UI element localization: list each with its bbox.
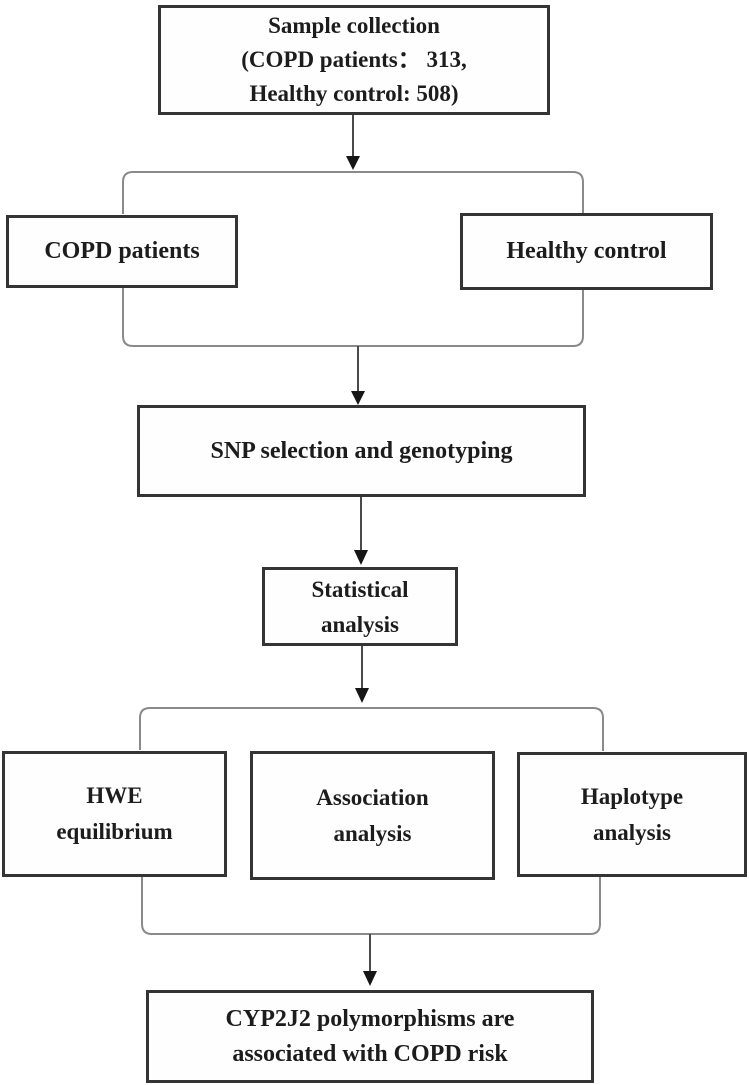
conclusion-line-1: CYP2J2 polymorphisms are [225, 1005, 515, 1032]
haplotype-line-2: analysis [593, 819, 671, 845]
box-sample-collection: Sample collection (COPD patients： 313, H… [158, 5, 550, 115]
box-healthy-control: Healthy control [460, 213, 713, 290]
box-association-analysis: Association analysis [250, 751, 495, 880]
split-bracket-bottom [139, 707, 604, 751]
arrow-merge-to-conclusion-head [363, 971, 377, 986]
box-haplotype-analysis: Haplotype analysis [517, 752, 747, 877]
box-copd-patients: COPD patients [6, 215, 238, 288]
merge-bracket-top [122, 288, 584, 347]
arrow-sample-to-split-head [346, 156, 360, 170]
statistical-line-1: Statistical [311, 576, 409, 602]
box-statistical-analysis: Statistical analysis [262, 567, 458, 646]
statistical-line-2: analysis [321, 611, 399, 637]
box-hwe-equilibrium: HWE equilibrium [2, 751, 227, 877]
conclusion-line-2: associated with COPD risk [232, 1040, 508, 1067]
sample-collection-line-2: (COPD patients： 313, [241, 47, 467, 72]
copd-patients-label: COPD patients [44, 238, 200, 264]
hwe-line-1: HWE [86, 783, 143, 808]
merge-bracket-bottom [141, 877, 601, 935]
haplotype-line-1: Haplotype [580, 783, 684, 809]
arrow-snp-to-stat-head [354, 550, 368, 565]
split-bracket-top [122, 171, 584, 214]
healthy-control-label: Healthy control [506, 238, 667, 264]
sample-collection-line-3: Healthy control: 508) [249, 81, 459, 106]
sample-collection-line-1: Sample collection [268, 13, 440, 38]
arrow-merge-to-snp-head [351, 391, 365, 405]
association-line-2: analysis [333, 820, 412, 846]
hwe-line-2: equilibrium [56, 819, 173, 844]
arrow-stat-to-split-head [355, 688, 369, 703]
box-conclusion: CYP2J2 polymorphisms are associated with… [146, 990, 594, 1083]
snp-selection-label: SNP selection and genotyping [210, 437, 513, 464]
association-line-1: Association [316, 784, 429, 810]
box-snp-selection: SNP selection and genotyping [137, 405, 586, 497]
